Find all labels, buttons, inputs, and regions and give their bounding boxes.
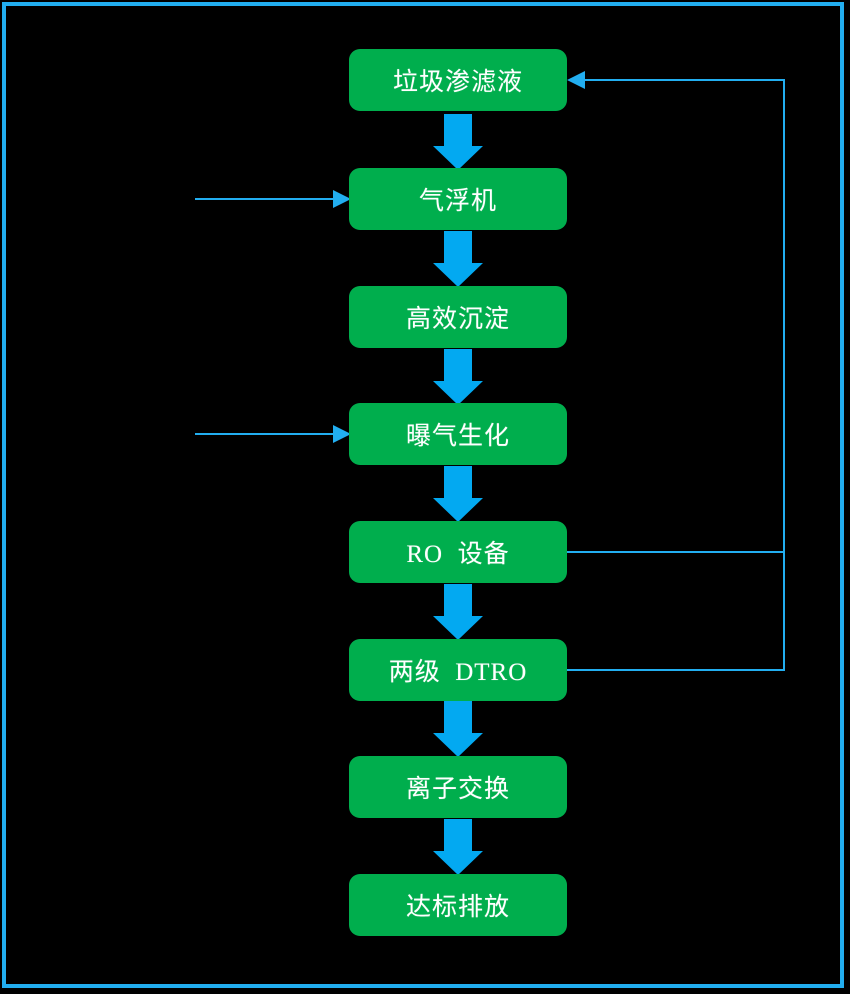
arrow-head bbox=[433, 616, 483, 640]
return-line-vertical-riser bbox=[783, 79, 785, 671]
arrow-head bbox=[433, 851, 483, 875]
input-arrowhead-aeration-icon bbox=[333, 425, 351, 443]
arrow-head bbox=[433, 263, 483, 287]
node-ion-exchange[interactable]: 离子交换 bbox=[349, 756, 567, 818]
node-standard-discharge[interactable]: 达标排放 bbox=[349, 874, 567, 936]
arrow-head bbox=[433, 381, 483, 405]
arrow-head bbox=[433, 146, 483, 170]
flow-arrow-ion-exchange-to-discharge-icon bbox=[433, 819, 483, 875]
return-line-dtro-horizontal bbox=[567, 669, 785, 671]
arrow-head bbox=[433, 733, 483, 757]
flow-arrow-dtro-to-ion-exchange-icon bbox=[433, 701, 483, 757]
node-aeration[interactable]: 曝气生化 bbox=[349, 403, 567, 465]
arrow-shaft bbox=[444, 231, 472, 263]
arrow-head bbox=[433, 498, 483, 522]
return-line-top-horizontal bbox=[583, 79, 785, 81]
arrow-shaft bbox=[444, 466, 472, 498]
return-arrowhead-icon bbox=[567, 71, 585, 89]
node-ro-equipment[interactable]: RO 设备 bbox=[349, 521, 567, 583]
return-line-ro-horizontal bbox=[567, 551, 785, 553]
flow-arrow-flotation-to-sedimentation-icon bbox=[433, 231, 483, 287]
input-line-aeration bbox=[195, 433, 335, 435]
node-sedimentation[interactable]: 高效沉淀 bbox=[349, 286, 567, 348]
flow-arrow-sedimentation-to-aeration-icon bbox=[433, 349, 483, 405]
arrow-shaft bbox=[444, 584, 472, 616]
input-arrowhead-flotation-icon bbox=[333, 190, 351, 208]
arrow-shaft bbox=[444, 701, 472, 733]
arrow-shaft bbox=[444, 114, 472, 146]
arrow-shaft bbox=[444, 349, 472, 381]
node-leachate[interactable]: 垃圾渗滤液 bbox=[349, 49, 567, 111]
flow-arrow-leachate-to-flotation-icon bbox=[433, 114, 483, 170]
arrow-shaft bbox=[444, 819, 472, 851]
node-two-stage-dtro[interactable]: 两级 DTRO bbox=[349, 639, 567, 701]
input-line-flotation bbox=[195, 198, 335, 200]
node-flotation[interactable]: 气浮机 bbox=[349, 168, 567, 230]
flow-arrow-aeration-to-ro-icon bbox=[433, 466, 483, 522]
flow-arrow-ro-to-dtro-icon bbox=[433, 584, 483, 640]
